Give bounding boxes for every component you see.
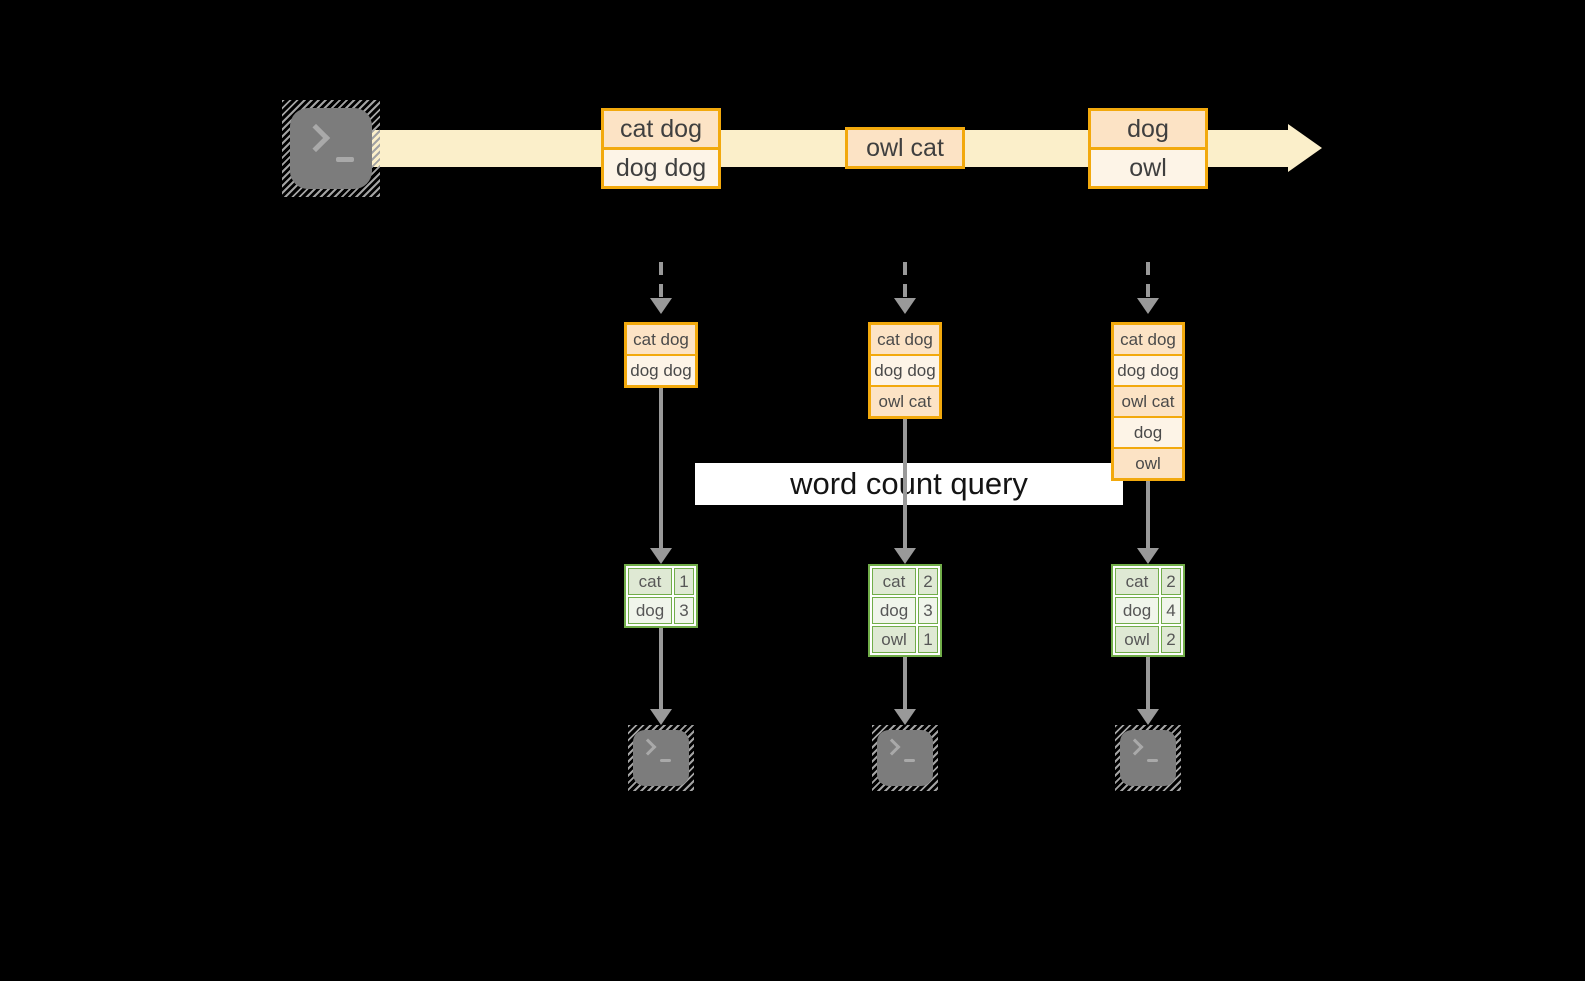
- query-label-text: word count query: [790, 466, 1028, 501]
- word-cell: dog: [1115, 597, 1159, 624]
- ingest-arrow-shaft: [1146, 262, 1150, 298]
- word-count-query-label: word count query: [695, 463, 1123, 505]
- count-cell: 3: [918, 597, 938, 624]
- stream-record: cat dog: [604, 110, 718, 147]
- record-row: owl cat: [1114, 385, 1182, 416]
- query-arrow-head: [894, 548, 916, 564]
- stream-record-box: owl cat: [845, 127, 965, 169]
- count-cell: 4: [1161, 597, 1181, 624]
- stream-record: dog dog: [604, 146, 718, 186]
- query-arrow-shaft: [903, 419, 907, 548]
- record-row: cat dog: [1114, 325, 1182, 354]
- count-cell: 1: [674, 568, 694, 595]
- query-arrow-shaft: [1146, 481, 1150, 548]
- ingest-arrow-shaft: [903, 262, 907, 298]
- terminal-body: [633, 730, 689, 786]
- query-arrow-head: [650, 548, 672, 564]
- count-cell: 2: [918, 568, 938, 595]
- sink-arrow-head: [894, 709, 916, 725]
- prompt-underscore-icon: [904, 759, 915, 762]
- record-row: cat dog: [627, 325, 695, 354]
- count-cell: 2: [1161, 568, 1181, 595]
- prompt-underscore-icon: [1147, 759, 1158, 762]
- stream-arrow-head: [1288, 124, 1322, 172]
- record-row: dog dog: [871, 354, 939, 385]
- record-row: cat dog: [871, 325, 939, 354]
- record-row: dog dog: [1114, 354, 1182, 385]
- prompt-chevron-icon: [301, 123, 331, 153]
- count-cell: 3: [674, 597, 694, 624]
- prompt-chevron-icon: [883, 738, 901, 756]
- count-cell: 2: [1161, 626, 1181, 653]
- word-cell: cat: [628, 568, 672, 595]
- prompt-underscore-icon: [336, 157, 354, 162]
- sink-arrow-head: [650, 709, 672, 725]
- stream-record: owl: [1091, 146, 1205, 186]
- terminal-body: [290, 108, 372, 189]
- ingest-arrow-shaft: [659, 262, 663, 298]
- ingest-arrow-head: [894, 298, 916, 314]
- ingest-arrow-head: [650, 298, 672, 314]
- word-cell: cat: [872, 568, 916, 595]
- query-arrow-head: [1137, 548, 1159, 564]
- record-row: dog dog: [627, 354, 695, 385]
- sink-arrow-shaft: [1146, 657, 1150, 709]
- word-cell: cat: [1115, 568, 1159, 595]
- source-terminal-icon: [282, 100, 380, 197]
- sink-arrow-shaft: [903, 657, 907, 709]
- record-row: owl cat: [871, 385, 939, 416]
- sink-arrow-shaft: [659, 628, 663, 709]
- stream-record: owl cat: [848, 130, 962, 166]
- word-cell: dog: [872, 597, 916, 624]
- stream-record: dog: [1091, 110, 1205, 147]
- ingest-arrow-head: [1137, 298, 1159, 314]
- sink-terminal-icon: [872, 725, 938, 791]
- sink-terminal-icon: [628, 725, 694, 791]
- sink-terminal-icon: [1115, 725, 1181, 791]
- query-arrow-shaft: [659, 388, 663, 548]
- terminal-body: [877, 730, 933, 786]
- word-cell: dog: [628, 597, 672, 624]
- word-cell: owl: [872, 626, 916, 653]
- prompt-chevron-icon: [1126, 738, 1144, 756]
- prompt-chevron-icon: [639, 738, 657, 756]
- sink-arrow-head: [1137, 709, 1159, 725]
- count-cell: 1: [918, 626, 938, 653]
- word-cell: owl: [1115, 626, 1159, 653]
- record-row: dog: [1114, 416, 1182, 447]
- record-row: owl: [1114, 447, 1182, 478]
- prompt-underscore-icon: [660, 759, 671, 762]
- terminal-body: [1120, 730, 1176, 786]
